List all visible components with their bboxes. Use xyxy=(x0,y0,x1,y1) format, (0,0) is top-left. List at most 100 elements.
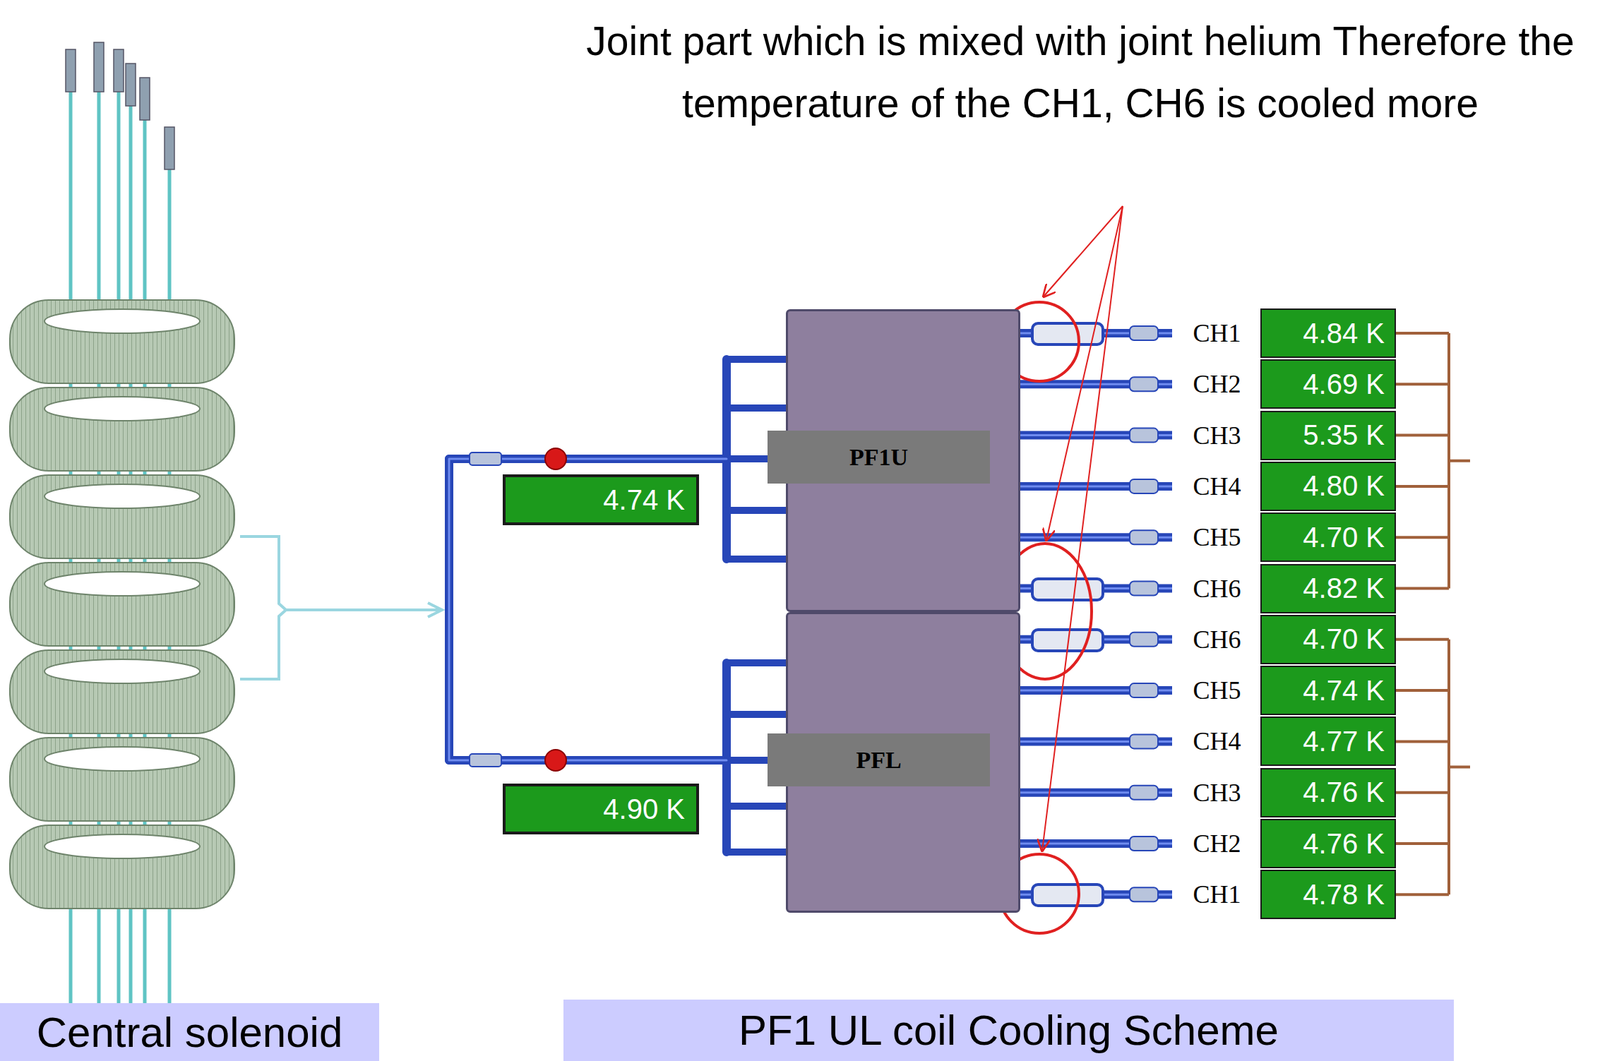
solenoid-bracket xyxy=(240,536,443,680)
channel-label: CH2 xyxy=(1173,819,1261,868)
channel-label: CH5 xyxy=(1173,513,1261,562)
channel-temperature-readout: 4.77 K xyxy=(1260,716,1396,767)
temperature-value: 4.82 K xyxy=(1302,572,1385,605)
channel-name: CH6 xyxy=(1192,624,1241,655)
coil-ring xyxy=(9,300,235,384)
caption-band: PF1 UL coil Cooling Scheme xyxy=(563,999,1454,1061)
lead-terminals xyxy=(65,42,175,170)
channel-name: CH4 xyxy=(1192,471,1241,502)
coil-ring xyxy=(9,737,235,822)
temperature-value: 4.78 K xyxy=(1302,879,1385,911)
pipe-nozzle xyxy=(1129,326,1158,341)
coil-block: PFL xyxy=(785,612,1021,913)
callout-leaders xyxy=(1042,206,1123,851)
pipe-nozzle xyxy=(1129,581,1158,596)
pipe-nozzles xyxy=(469,452,502,767)
channel-name: CH5 xyxy=(1192,675,1241,706)
pipe-nozzle xyxy=(1129,785,1158,800)
coil-name: PF1U xyxy=(767,430,990,484)
coil-bore xyxy=(44,396,200,421)
channel-temperature-readout: 4.82 K xyxy=(1260,564,1396,614)
caption-text: PF1 UL coil Cooling Scheme xyxy=(738,1006,1279,1055)
channel-name: CH2 xyxy=(1192,369,1241,399)
pipe-nozzle xyxy=(1129,632,1158,647)
temperature-value: 4.70 K xyxy=(1302,521,1385,554)
coil-bore xyxy=(44,309,200,334)
channel-name: CH4 xyxy=(1192,726,1241,757)
pipe-nozzle xyxy=(1129,428,1158,443)
temperature-value: 4.69 K xyxy=(1302,368,1385,401)
channel-name: CH3 xyxy=(1192,778,1241,808)
outlet-pipe xyxy=(1020,479,1173,494)
inlet-temperature-readout: 4.74 K xyxy=(502,474,700,526)
temperature-value: 4.80 K xyxy=(1302,470,1385,503)
channel-label: CH3 xyxy=(1173,411,1261,460)
inlet-pipes xyxy=(449,359,786,853)
coil-bore xyxy=(44,571,200,596)
channel-temperature-readout: 4.70 K xyxy=(1260,615,1396,665)
temperature-value: 4.76 K xyxy=(1302,776,1385,809)
coil-bore xyxy=(44,834,200,859)
outlet-pipe xyxy=(1020,785,1173,800)
channel-label: CH6 xyxy=(1173,564,1261,613)
temperature-value: 4.76 K xyxy=(1302,828,1385,861)
outlet-pipe xyxy=(1020,377,1173,392)
temperature-value: 4.84 K xyxy=(1302,317,1385,350)
temperature-brackets xyxy=(1395,333,1471,895)
temperature-value: 4.77 K xyxy=(1302,725,1385,758)
channel-temperature-readout: 5.35 K xyxy=(1260,410,1396,461)
pipe-nozzle xyxy=(1129,377,1158,392)
channel-label: CH4 xyxy=(1173,462,1261,511)
channel-name: CH2 xyxy=(1192,828,1241,859)
solenoid-coil-stack xyxy=(9,300,235,909)
channel-label: CH1 xyxy=(1173,309,1261,358)
channel-label: CH3 xyxy=(1173,768,1261,817)
channel-temperature-readout: 4.76 K xyxy=(1260,768,1396,818)
pipe-nozzle xyxy=(1129,836,1158,851)
callout-note: Joint part which is mixed with joint hel… xyxy=(564,9,1596,135)
channel-label: CH6 xyxy=(1173,615,1261,664)
channel-temperature-readout: 4.74 K xyxy=(1260,665,1396,716)
caption-band: Central solenoid xyxy=(0,1003,380,1061)
temperature-value: 5.35 K xyxy=(1302,419,1385,452)
outlet-pipe xyxy=(1020,734,1173,749)
pipe-nozzle xyxy=(1129,479,1158,494)
channel-temperature-readout: 4.69 K xyxy=(1260,359,1396,409)
channel-name: CH6 xyxy=(1192,574,1241,604)
channel-label: CH2 xyxy=(1173,360,1261,409)
coil-bore xyxy=(44,747,200,772)
coil-ring xyxy=(9,562,235,647)
coil-ring xyxy=(9,387,235,471)
channel-name: CH5 xyxy=(1192,522,1241,553)
outlet-pipe xyxy=(1020,683,1173,698)
channel-name: CH1 xyxy=(1192,879,1241,910)
temperature-value: 4.74 K xyxy=(1302,675,1385,707)
coil-bore xyxy=(44,484,200,509)
temperature-value: 4.70 K xyxy=(1302,623,1385,656)
coil-ring xyxy=(9,825,235,909)
pipe-nozzle xyxy=(1129,887,1158,902)
pipe-nozzle xyxy=(1129,530,1158,545)
inlet-temperature-readout: 4.90 K xyxy=(502,783,700,835)
coil-block: PF1U xyxy=(785,309,1021,613)
channel-temperature-readout: 4.84 K xyxy=(1260,308,1396,358)
coil-name: PFL xyxy=(767,733,990,787)
channel-temperature-readout: 4.70 K xyxy=(1260,512,1396,563)
channel-label: CH5 xyxy=(1173,666,1261,715)
pipe-nozzle xyxy=(1129,683,1158,698)
outlet-pipe xyxy=(1020,428,1173,443)
coil-ring xyxy=(9,650,235,734)
channel-temperature-readout: 4.80 K xyxy=(1260,461,1396,512)
coil-bore xyxy=(44,659,200,684)
channel-temperature-readout: 4.76 K xyxy=(1260,819,1396,869)
channel-name: CH3 xyxy=(1192,420,1241,451)
signal-bracket xyxy=(1395,639,1471,896)
temperature-value: 4.74 K xyxy=(603,484,685,517)
pipe-nozzle xyxy=(1129,734,1158,749)
channel-label: CH1 xyxy=(1173,870,1261,919)
channel-temperature-readout: 4.78 K xyxy=(1260,869,1396,920)
caption-text: Central solenoid xyxy=(36,1008,344,1058)
temperature-value: 4.90 K xyxy=(603,793,685,826)
coil-ring xyxy=(9,475,235,559)
